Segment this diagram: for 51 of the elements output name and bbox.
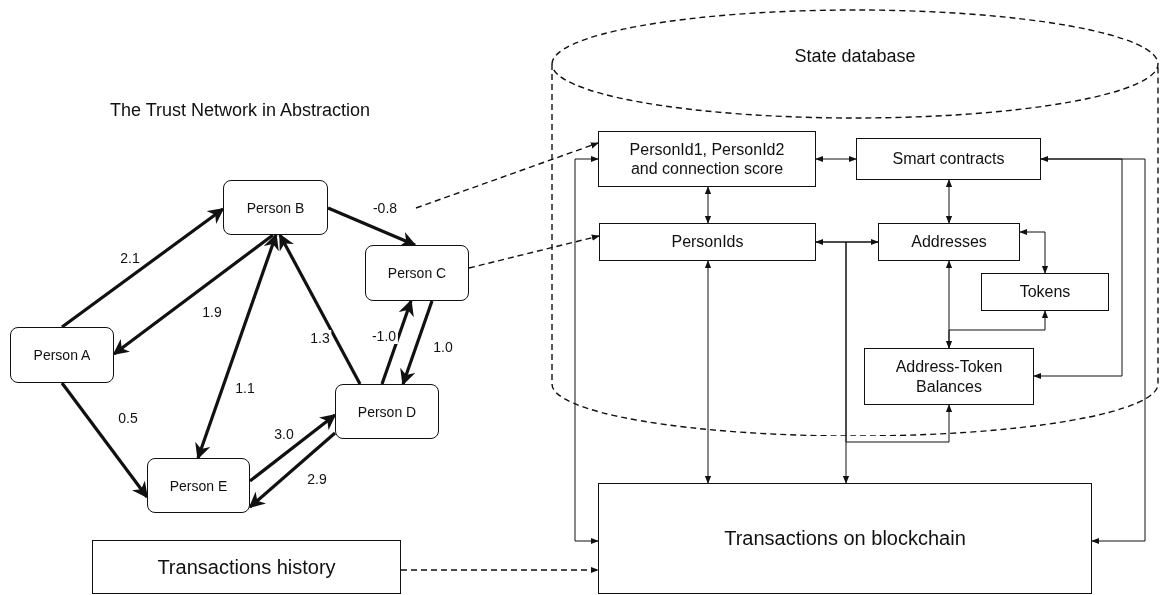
diagram-title: The Trust Network in Abstraction [110, 100, 371, 121]
process-box: Transactions on blockchain [598, 483, 1092, 594]
arrow [1040, 155, 1146, 545]
person-node: Person A [10, 327, 114, 383]
person-node: Person B [223, 180, 328, 235]
arrow [60, 382, 149, 499]
table-box: PersonIds [599, 223, 816, 261]
person-node: Person D [335, 384, 439, 439]
arrow [704, 186, 712, 224]
arrow [380, 299, 414, 385]
edge-label: 0.5 [116, 410, 140, 426]
arrow [327, 206, 417, 247]
edge-label: 1.0 [431, 339, 455, 355]
edge-label: -0.8 [370, 200, 400, 216]
edge-label: -1.0 [369, 328, 399, 344]
edge-label: 1.1 [233, 380, 257, 396]
arrow [948, 310, 1049, 349]
arrow [400, 300, 434, 386]
arrow [704, 260, 712, 484]
dashed-arrow [415, 142, 599, 209]
arrow [1033, 158, 1123, 380]
table-box: Smart contracts [856, 138, 1041, 180]
edge-label: 2.9 [305, 471, 329, 487]
arrow [61, 207, 225, 329]
process-box: Transactions history [92, 540, 401, 594]
arrow [815, 155, 857, 163]
arrow [248, 431, 337, 509]
arrow [278, 233, 362, 385]
arrow [815, 241, 953, 443]
table-box: Tokens [981, 273, 1109, 311]
arrow [195, 233, 279, 460]
cylinder-label: State database [793, 46, 917, 67]
arrow [945, 179, 953, 224]
table-box: Addresses [878, 223, 1020, 261]
arrow [815, 238, 879, 246]
edge-label: 1.9 [200, 304, 224, 320]
person-node: Person E [147, 458, 250, 513]
edge-label: 2.1 [118, 250, 142, 266]
arrow [574, 155, 599, 545]
arrow [249, 413, 337, 483]
dashed-arrow [400, 566, 599, 574]
arrow [945, 260, 953, 349]
table-box: Address-Token Balances [864, 348, 1034, 405]
edge-label: 3.0 [272, 426, 296, 442]
edge-label: 1.3 [308, 330, 332, 346]
person-node: Person C [365, 245, 469, 301]
arrow [112, 233, 274, 356]
dashed-arrow [468, 234, 600, 269]
arrow [842, 241, 879, 484]
table-box: PersonId1, PersonId2 and connection score [598, 131, 816, 187]
arrow [1019, 228, 1049, 274]
